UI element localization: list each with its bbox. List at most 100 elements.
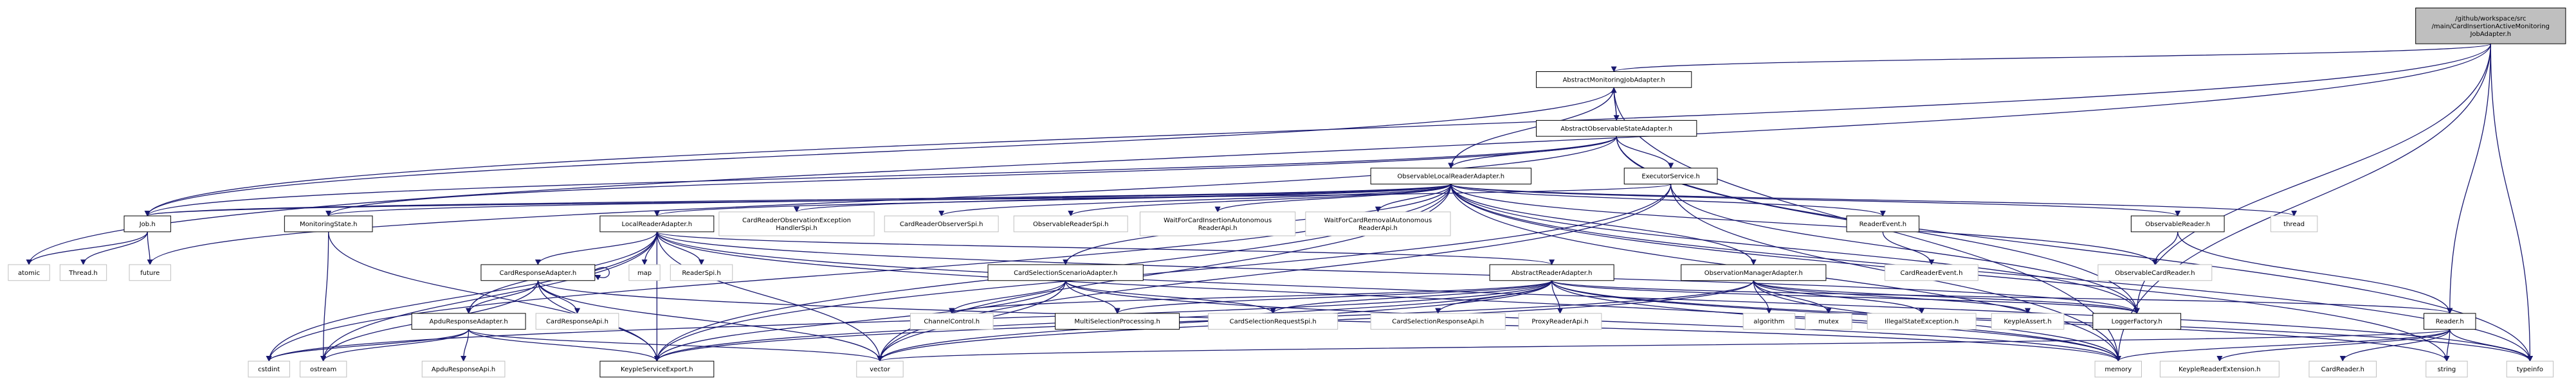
node-string[interactable]: string bbox=[2425, 360, 2468, 378]
node-root[interactable]: /github/workspace/src/main/CardInsertion… bbox=[2415, 7, 2566, 44]
edge-root-to-reader bbox=[2447, 44, 2491, 314]
node-mutex[interactable]: mutex bbox=[1805, 313, 1852, 330]
edge-ms-to-kse bbox=[328, 231, 660, 362]
node-box bbox=[2506, 360, 2554, 378]
node-typeinfo[interactable]: typeinfo bbox=[2506, 360, 2554, 378]
edge-ara2-to-cstdint bbox=[266, 329, 470, 362]
node-label: KeypleAssert.h bbox=[2004, 319, 2051, 326]
node-or[interactable]: ObservableReader.h bbox=[2130, 215, 2225, 233]
edge-ms-to-ostream bbox=[320, 231, 329, 362]
edge-exec-to-kse bbox=[653, 184, 1672, 362]
node-box bbox=[1846, 215, 1920, 233]
node-box bbox=[299, 360, 347, 378]
node-box bbox=[2270, 215, 2318, 233]
node-cstdint[interactable]: cstdint bbox=[248, 360, 290, 378]
node-memory[interactable]: memory bbox=[2094, 360, 2142, 378]
node-craapi[interactable]: CardResponseApi.h bbox=[535, 313, 619, 330]
node-cre[interactable]: CardReaderEvent.h bbox=[1885, 264, 1978, 281]
node-cssa[interactable]: CardSelectionScenarioAdapter.h bbox=[987, 264, 1144, 281]
node-label: CardSelectionRequestSpi.h bbox=[1230, 319, 1317, 326]
node-thread[interactable]: thread bbox=[2270, 215, 2318, 233]
node-vector[interactable]: vector bbox=[856, 360, 904, 378]
node-msp[interactable]: MultiSelectionProcessing.h bbox=[1055, 313, 1180, 330]
node-threadh[interactable]: Thread.h bbox=[59, 264, 107, 281]
node-label: ExecutorService.h bbox=[1641, 173, 1700, 181]
node-box bbox=[628, 264, 661, 281]
node-box bbox=[2424, 313, 2476, 330]
node-box bbox=[129, 264, 171, 281]
node-ostream[interactable]: ostream bbox=[299, 360, 347, 378]
node-re[interactable]: ReaderEvent.h bbox=[1846, 215, 1920, 233]
node-box bbox=[2415, 7, 2566, 44]
node-cros[interactable]: CardReaderObserverSpi.h bbox=[884, 215, 999, 233]
node-oma[interactable]: ObservationManagerAdapter.h bbox=[1681, 264, 1827, 281]
node-croehs[interactable]: CardReaderObservationExceptionHandlerSpi… bbox=[718, 211, 875, 236]
node-box bbox=[1370, 168, 1531, 185]
node-csrs[interactable]: CardSelectionRequestSpi.h bbox=[1208, 313, 1338, 330]
node-cra[interactable]: CardResponseAdapter.h bbox=[480, 264, 596, 281]
node-box bbox=[856, 360, 904, 378]
node-amja[interactable]: AbstractMonitoringJobAdapter.h bbox=[1536, 71, 1692, 88]
node-ka[interactable]: KeypleAssert.h bbox=[1991, 313, 2065, 330]
node-algo[interactable]: algorithm bbox=[1742, 313, 1796, 330]
node-lra[interactable]: LocalReaderAdapter.h bbox=[599, 215, 715, 233]
node-kse[interactable]: KeypleServiceExport.h bbox=[599, 360, 715, 378]
node-label: ReaderApi.h bbox=[1358, 225, 1398, 232]
node-box bbox=[1681, 264, 1827, 281]
node-lf[interactable]: LoggerFactory.h bbox=[2092, 313, 2182, 330]
node-exec[interactable]: ExecutorService.h bbox=[1623, 168, 1718, 185]
edge-re-to-cre bbox=[1882, 231, 1935, 265]
edge-cssa-to-kse bbox=[653, 280, 1066, 362]
node-box bbox=[421, 360, 506, 378]
node-box bbox=[2425, 360, 2468, 378]
node-future[interactable]: future bbox=[129, 264, 171, 281]
node-olra[interactable]: ObservableLocalReaderAdapter.h bbox=[1370, 168, 1531, 185]
node-box bbox=[2159, 360, 2279, 378]
node-job[interactable]: Job.h bbox=[123, 215, 171, 233]
edge-reader-to-memory bbox=[2115, 329, 2451, 362]
node-box bbox=[535, 313, 619, 330]
node-label: memory bbox=[2105, 366, 2132, 373]
node-cc[interactable]: ChannelControl.h bbox=[909, 313, 994, 330]
node-ara[interactable]: AbstractReaderAdapter.h bbox=[1489, 264, 1614, 281]
node-wfci[interactable]: WaitForCardInsertionAutonomousReaderApi.… bbox=[1139, 211, 1296, 236]
node-rspi[interactable]: ReaderSpi.h bbox=[670, 264, 733, 281]
node-crh[interactable]: CardReader.h bbox=[2308, 360, 2377, 378]
node-label: CardReaderObserverSpi.h bbox=[900, 221, 983, 228]
node-box bbox=[599, 215, 715, 233]
edge-oma-to-kse bbox=[654, 280, 1754, 362]
edge-lra-to-memory bbox=[656, 231, 2121, 362]
node-apduapi[interactable]: ApduResponseApi.h bbox=[421, 360, 506, 378]
edge-ara2-to-vector bbox=[468, 329, 883, 362]
node-csra[interactable]: CardSelectionResponseApi.h bbox=[1370, 313, 1506, 330]
node-label: LoggerFactory.h bbox=[2112, 319, 2162, 326]
edge-amja-to-olra bbox=[1448, 87, 1614, 169]
node-pra[interactable]: ProxyReaderApi.h bbox=[1518, 313, 1602, 330]
node-ors[interactable]: ObservableReaderSpi.h bbox=[1013, 215, 1128, 233]
edge-olra-to-re bbox=[1450, 183, 1886, 216]
node-atomic[interactable]: atomic bbox=[8, 264, 50, 281]
node-label: MultiSelectionProcessing.h bbox=[1074, 319, 1160, 326]
node-box bbox=[59, 264, 107, 281]
node-label: CardSelectionResponseApi.h bbox=[1392, 319, 1484, 326]
edge-exec-to-lf bbox=[1670, 184, 2140, 314]
edge-lra-to-ostream bbox=[320, 231, 658, 362]
node-label: cstdint bbox=[258, 366, 280, 373]
node-ms[interactable]: MonitoringState.h bbox=[284, 215, 373, 233]
node-kre[interactable]: KeypleReaderExtension.h bbox=[2159, 360, 2279, 378]
node-map[interactable]: map bbox=[628, 264, 661, 281]
node-label: future bbox=[140, 270, 160, 277]
node-reader[interactable]: Reader.h bbox=[2424, 313, 2476, 330]
node-label: AbstractMonitoringJobAdapter.h bbox=[1563, 76, 1665, 84]
node-aosa[interactable]: AbstractObservableStateAdapter.h bbox=[1536, 119, 1697, 137]
node-ocr[interactable]: ObservableCardReader.h bbox=[2097, 264, 2213, 281]
node-ara2[interactable]: ApduResponseAdapter.h bbox=[411, 313, 526, 330]
node-box bbox=[1536, 71, 1692, 88]
edge-job-to-future bbox=[147, 231, 153, 265]
node-box bbox=[884, 215, 999, 233]
edge-oma-to-mutex bbox=[1753, 280, 1832, 314]
node-box bbox=[2092, 313, 2182, 330]
node-ise[interactable]: IllegalStateException.h bbox=[1867, 313, 1977, 330]
edge-aosa-to-amja bbox=[1611, 87, 1617, 121]
